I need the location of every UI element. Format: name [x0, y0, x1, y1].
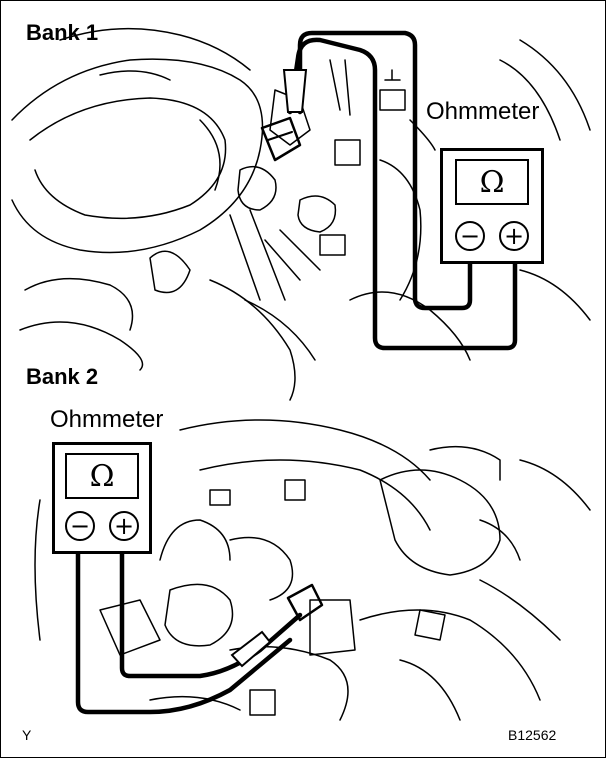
figure-code: B12562 [508, 727, 557, 743]
bank1-plus-terminal-icon: + [499, 221, 529, 251]
bank2-minus-terminal-icon: − [65, 511, 95, 541]
corner-mark: Y [22, 727, 32, 743]
bank2-title: Bank 2 [26, 364, 99, 389]
bank1-connector [260, 116, 302, 162]
bank2-engine-sketch [34, 419, 591, 721]
bank1-probe-clip [282, 69, 308, 113]
bank2-ohm-display: Ω [65, 453, 139, 499]
bank1-ohm-display: Ω [455, 159, 529, 205]
bank2-plus-lead [119, 547, 303, 679]
bank2-minus-lead [75, 547, 293, 715]
bank1-minus-terminal-icon: − [455, 221, 485, 251]
bank2-probe-clip [230, 630, 272, 668]
bank1-plus-lead [287, 37, 518, 351]
bank2-connector [286, 583, 324, 622]
bank1-minus-lead [297, 30, 473, 311]
bank2-plus-terminal-icon: + [109, 511, 139, 541]
bank1-ohmmeter-label: Ohmmeter [426, 98, 540, 125]
bank1-ohmmeter: Ω − + [440, 148, 544, 264]
bank1-title: Bank 1 [26, 20, 99, 45]
bank2-ohmmeter: Ω − + [52, 442, 152, 554]
bank2-ohmmeter-label: Ohmmeter [50, 406, 164, 433]
